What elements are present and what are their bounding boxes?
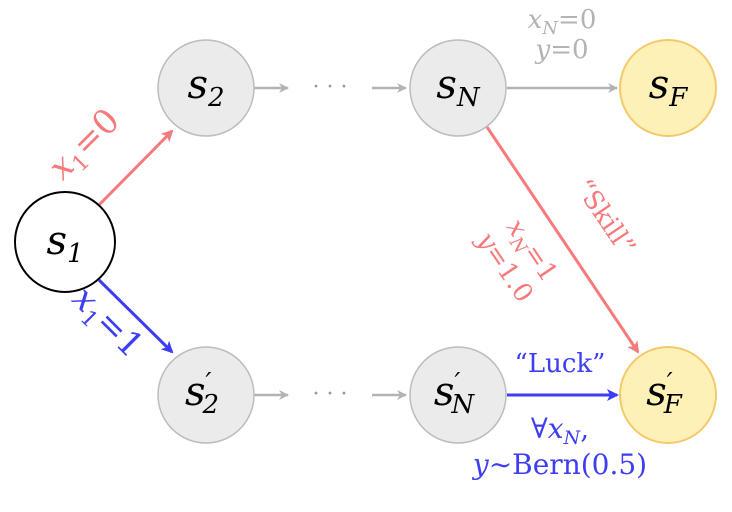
ellipsis-bottom: · · · — [313, 382, 348, 407]
label-luck: “Luck” — [515, 349, 606, 379]
node-sF-prime-label: s′F — [646, 368, 682, 420]
node-s2-prime-label: s′2 — [185, 368, 219, 420]
node-s2-prime: s′2 — [157, 346, 255, 444]
label-x1-eq-1: x1=1 — [61, 279, 151, 369]
node-s1-label: s1 — [46, 218, 83, 269]
edge-sN-to-sFp-skill — [485, 126, 640, 354]
label-y-bern: y∼Bern(0.5) — [471, 448, 647, 481]
node-s2-label: s2 — [187, 62, 224, 113]
node-sN-prime-label: s′N — [434, 368, 475, 420]
ellipsis-top: · · · — [313, 75, 348, 100]
node-sF: sF — [619, 39, 717, 137]
node-s2: s2 — [157, 39, 255, 137]
label-xN-eq-0: xN=0 — [528, 5, 597, 39]
label-x1-eq-0: x1=0 — [41, 101, 131, 191]
node-sN-label: sN — [436, 62, 481, 113]
label-skill: “Skill” — [568, 174, 640, 261]
node-sN-prime: s′N — [409, 346, 507, 444]
edge-s1-to-s2 — [97, 129, 174, 207]
node-s1: s1 — [14, 191, 116, 293]
node-sN: sN — [409, 39, 507, 137]
edge-s1-to-s2p — [97, 278, 174, 354]
label-forall-xN: ∀xN, — [531, 412, 589, 449]
node-sF-label: sF — [649, 62, 689, 113]
label-y-eq-0: y=0 — [534, 35, 588, 65]
node-sF-prime: s′F — [619, 346, 717, 444]
